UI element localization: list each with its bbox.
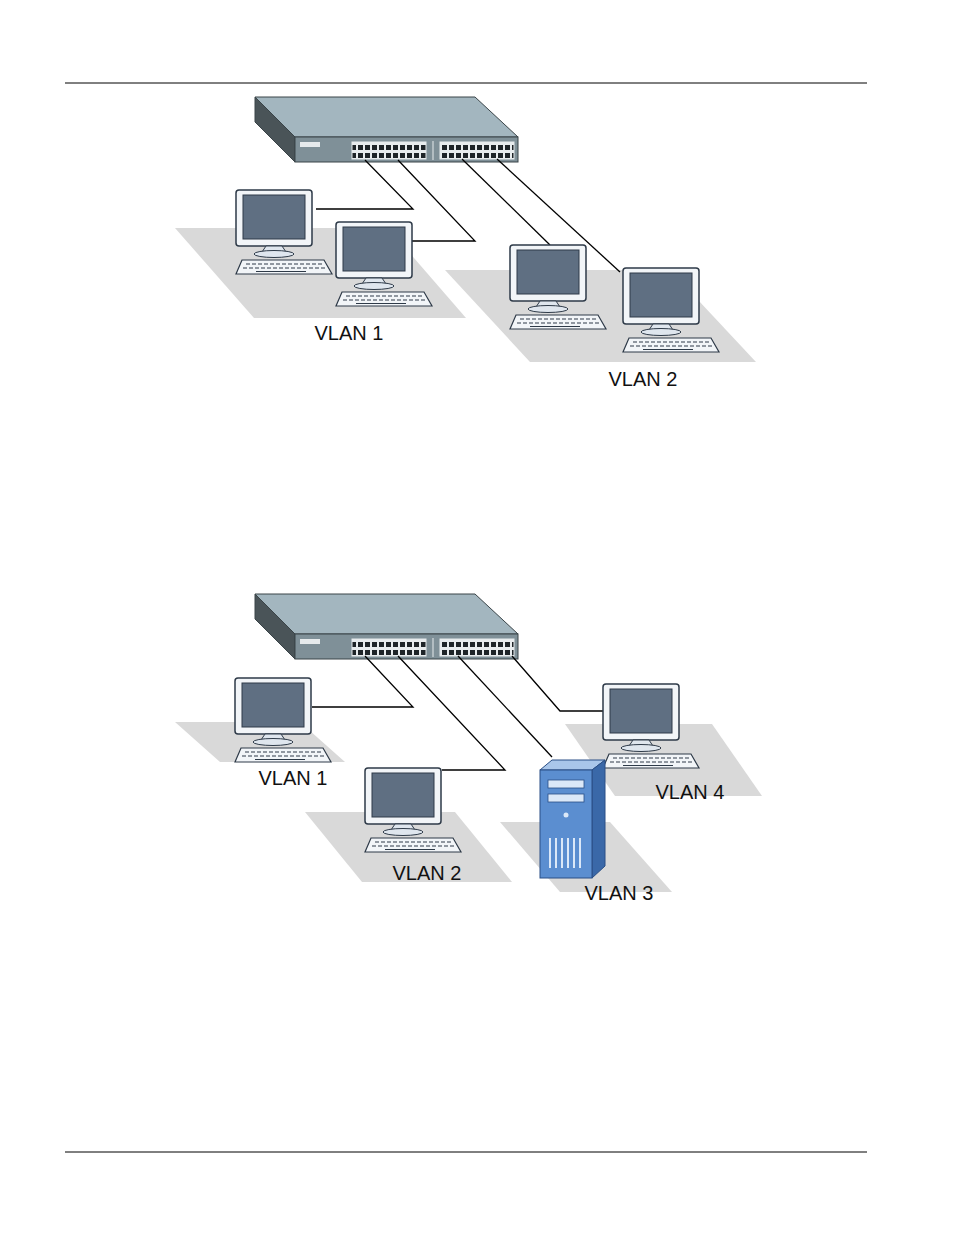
cables — [312, 656, 604, 770]
computer — [365, 768, 461, 852]
header-rule — [65, 83, 867, 84]
computer — [510, 245, 606, 329]
switch — [255, 594, 518, 659]
computer — [336, 222, 432, 306]
vlan-label: VLAN 4 — [656, 781, 725, 803]
vlan-label: VLAN 1 — [259, 767, 328, 789]
vlan-label: VLAN 3 — [585, 882, 654, 904]
computer — [623, 268, 719, 352]
vlan-label-box: VLAN 2 — [389, 860, 466, 886]
vlan-label: VLAN 1 — [315, 322, 384, 344]
computer — [235, 678, 331, 762]
vlan-label-box: VLAN 2 — [605, 366, 682, 392]
computer — [236, 190, 332, 274]
vlan-label: VLAN 2 — [609, 368, 678, 390]
vlan-label-box: VLAN 1 — [255, 765, 332, 791]
vlan-label-box: VLAN 3 — [581, 880, 658, 906]
vlan-label: VLAN 2 — [393, 862, 462, 884]
switch — [255, 97, 518, 162]
vlan-label-box: VLAN 4 — [652, 779, 729, 805]
computer — [603, 684, 699, 768]
vlan-label-box: VLAN 1 — [311, 320, 388, 346]
server — [540, 760, 605, 878]
footer-rule — [65, 1152, 867, 1153]
